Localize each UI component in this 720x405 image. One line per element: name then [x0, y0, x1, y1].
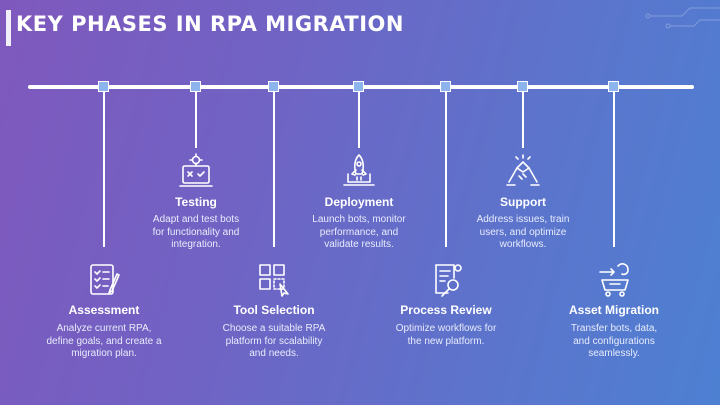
connector-line — [195, 92, 197, 148]
phase-title-deployment: Deployment — [324, 195, 394, 209]
phase-title-asset-migration: Asset Migration — [568, 303, 659, 317]
phase-desc-deployment: Launch bots, monitor performance, and va… — [312, 214, 406, 250]
phase-title-assessment: Assessment — [68, 303, 140, 317]
laptop-gear-icon — [176, 152, 216, 192]
transfer-cart-icon — [594, 260, 634, 300]
checklist-icon — [84, 260, 124, 300]
phase-desc-assessment: Analyze current RPA, define goals, and c… — [46, 323, 162, 359]
phase-desc-testing: Adapt and test bots for functionality an… — [152, 214, 240, 250]
connector-line — [445, 92, 447, 247]
phase-title-process-review: Process Review — [400, 303, 492, 317]
timeline-node-deployment — [353, 81, 364, 92]
connector-line — [522, 92, 524, 148]
connector-line — [613, 92, 615, 247]
connector-line — [358, 92, 360, 148]
phase-desc-process-review: Optimize workflows for the new platform. — [395, 323, 497, 347]
timeline-node-tool-selection — [268, 81, 279, 92]
grid-selection-icon — [254, 260, 294, 300]
phase-title-support: Support — [500, 195, 546, 209]
timeline-node-support — [517, 81, 528, 92]
timeline-node-testing — [190, 81, 201, 92]
document-search-icon — [426, 260, 466, 300]
page-title: KEY PHASES IN RPA MIGRATION — [16, 12, 404, 36]
phase-desc-support: Address issues, train users, and optimiz… — [476, 214, 570, 250]
phase-title-tool-selection: Tool Selection — [233, 303, 315, 317]
timeline-node-assessment — [98, 81, 109, 92]
phase-desc-tool-selection: Choose a suitable RPA platform for scala… — [222, 323, 326, 359]
connector-line — [103, 92, 105, 247]
phase-title-testing: Testing — [175, 195, 217, 209]
handshake-icon — [503, 152, 543, 192]
title-accent-bar — [6, 10, 11, 46]
timeline-node-process-review — [440, 81, 451, 92]
circuit-decoration-icon — [645, 7, 720, 29]
rocket-laptop-icon — [339, 152, 379, 192]
phase-desc-asset-migration: Transfer bots, data, and configurations … — [570, 323, 658, 359]
timeline-node-asset-migration — [608, 81, 619, 92]
connector-line — [273, 92, 275, 247]
